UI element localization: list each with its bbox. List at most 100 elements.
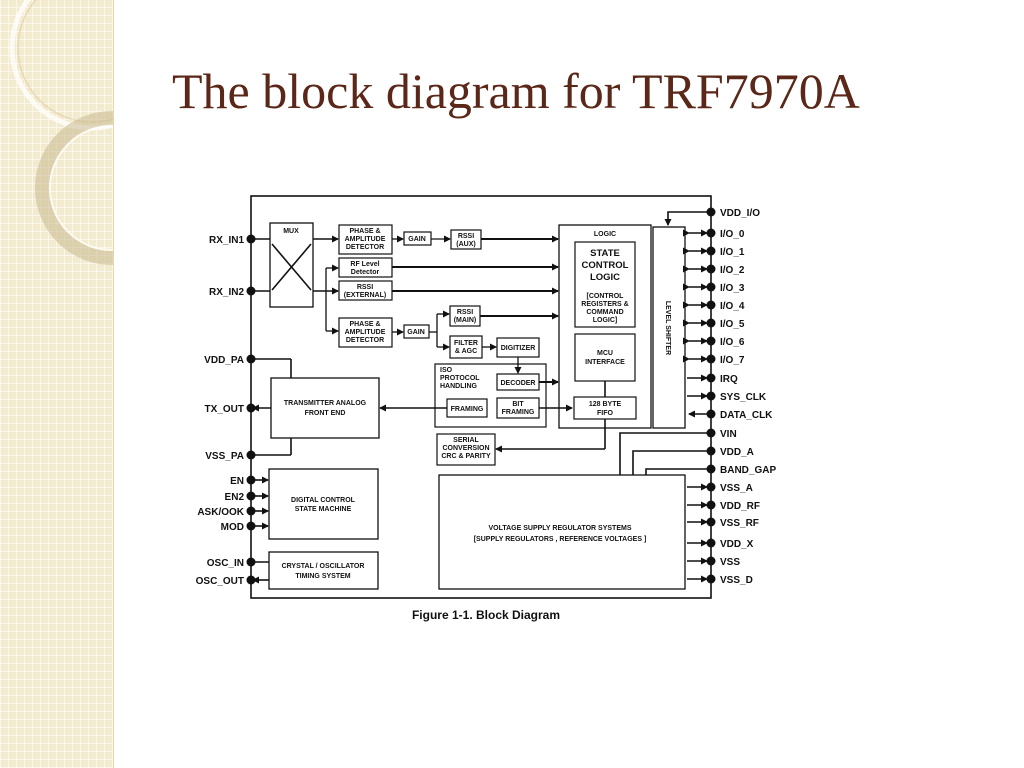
gain-block-2: GAIN (403, 324, 430, 339)
svg-text:OSC_IN: OSC_IN (207, 558, 244, 569)
svg-text:HANDLING: HANDLING (440, 383, 477, 390)
svg-text:FRAMING: FRAMING (502, 409, 535, 416)
svg-text:DATA_CLK: DATA_CLK (720, 410, 773, 421)
svg-text:TIMING SYSTEM: TIMING SYSTEM (295, 573, 350, 580)
svg-text:EN2: EN2 (225, 492, 245, 503)
svg-text:VSS_PA: VSS_PA (205, 451, 244, 462)
serial-conversion-block: SERIAL CONVERSION CRC & PARITY (436, 433, 496, 466)
svg-text:RF Level: RF Level (350, 261, 379, 268)
state-control-logic-block: STATE CONTROL LOGIC [CONTROL REGISTERS &… (574, 241, 636, 328)
svg-text:[SUPPLY REGULATORS , REFERENCE: [SUPPLY REGULATORS , REFERENCE VOLTAGES … (474, 536, 647, 543)
svg-text:EN: EN (230, 476, 244, 487)
svg-text:RSSI: RSSI (357, 284, 373, 291)
svg-text:(AUX): (AUX) (456, 241, 475, 248)
framing-block: FRAMING (446, 398, 488, 418)
svg-text:PROTOCOL: PROTOCOL (440, 375, 480, 382)
left-pin-list: RX_IN1 RX_IN2 VDD_PA TX_OUT VSS_PA EN EN… (196, 234, 256, 587)
digitizer-block: DIGITIZER (496, 337, 540, 358)
rf-level-detector: RF Level Detector (338, 257, 393, 278)
svg-text:RSSI: RSSI (457, 309, 473, 316)
svg-text:LOGIC: LOGIC (590, 272, 620, 283)
svg-text:(EXTERNAL): (EXTERNAL) (344, 292, 386, 299)
svg-text:DETECTOR: DETECTOR (346, 244, 384, 251)
svg-text:VSS_A: VSS_A (720, 483, 753, 494)
mux-block: MUX (269, 222, 314, 308)
digital-control-block: DIGITAL CONTROL STATE MACHINE (268, 468, 379, 540)
svg-text:MCU: MCU (597, 350, 613, 357)
mcu-interface-block: MCU INTERFACE (574, 333, 636, 382)
svg-text:GAIN: GAIN (407, 329, 425, 336)
svg-text:VIN: VIN (720, 429, 737, 440)
svg-text:I/O_7: I/O_7 (720, 355, 745, 366)
svg-text:CRC & PARITY: CRC & PARITY (441, 453, 491, 460)
svg-text:FRAMING: FRAMING (451, 406, 484, 413)
voltage-regulator-block: VOLTAGE SUPPLY REGULATOR SYSTEMS [SUPPLY… (438, 474, 686, 590)
svg-text:IRQ: IRQ (720, 374, 738, 385)
rssi-external-block: RSSI (EXTERNAL) (338, 280, 393, 301)
svg-text:I/O_4: I/O_4 (720, 301, 745, 312)
svg-text:AMPLITUDE: AMPLITUDE (345, 329, 386, 336)
svg-text:VDD_X: VDD_X (720, 539, 754, 550)
svg-text:INTERFACE: INTERFACE (585, 359, 625, 366)
svg-text:I/O_0: I/O_0 (720, 229, 745, 240)
svg-text:LOGIC]: LOGIC] (593, 317, 618, 324)
svg-text:COMMAND: COMMAND (586, 309, 623, 316)
svg-text:FRONT END: FRONT END (305, 410, 346, 417)
svg-text:I/O_6: I/O_6 (720, 337, 745, 348)
svg-text:STATE: STATE (590, 248, 620, 259)
logic-block: LOGIC (558, 224, 652, 429)
svg-text:OSC_OUT: OSC_OUT (196, 576, 244, 587)
svg-text:STATE MACHINE: STATE MACHINE (295, 506, 352, 513)
svg-text:VDD_I/O: VDD_I/O (720, 208, 760, 219)
decorative-rings (9, 0, 113, 265)
svg-text:I/O_3: I/O_3 (720, 283, 745, 294)
svg-text:RX_IN1: RX_IN1 (209, 235, 244, 246)
svg-text:I/O_5: I/O_5 (720, 319, 745, 330)
svg-text:128 BYTE: 128 BYTE (589, 401, 622, 408)
svg-text:& AGC: & AGC (455, 348, 477, 355)
svg-text:DETECTOR: DETECTOR (346, 337, 384, 344)
svg-text:Detector: Detector (351, 269, 380, 276)
rssi-main-block: RSSI (MAIN) (449, 305, 481, 327)
svg-text:SERIAL: SERIAL (453, 437, 479, 444)
svg-text:TRANSMITTER ANALOG: TRANSMITTER ANALOG (284, 400, 367, 407)
svg-text:CONVERSION: CONVERSION (442, 445, 489, 452)
figure-caption: Figure 1-1. Block Diagram (412, 608, 560, 622)
svg-text:VDD_A: VDD_A (720, 447, 754, 458)
svg-text:BAND_GAP: BAND_GAP (720, 465, 776, 476)
svg-text:ISO: ISO (440, 367, 453, 374)
svg-text:DIGITAL CONTROL: DIGITAL CONTROL (291, 497, 356, 504)
rssi-aux-block: RSSI (AUX) (450, 229, 482, 250)
svg-text:GAIN: GAIN (408, 236, 426, 243)
svg-text:LOGIC: LOGIC (594, 231, 616, 238)
svg-text:REGISTERS &: REGISTERS & (581, 301, 628, 308)
svg-text:DIGITIZER: DIGITIZER (501, 345, 536, 352)
svg-text:FIFO: FIFO (597, 410, 613, 417)
svg-text:I/O_2: I/O_2 (720, 265, 745, 276)
fifo-block: 128 BYTE FIFO (573, 396, 637, 420)
decorative-side-panel (0, 0, 114, 768)
phase-detector-1: PHASE & AMPLITUDE DETECTOR (338, 224, 393, 255)
svg-text:RX_IN2: RX_IN2 (209, 287, 244, 298)
filter-agc-block: FILTER & AGC (449, 335, 483, 359)
iso-protocol-block: ISO PROTOCOL HANDLING (434, 363, 547, 428)
svg-text:AMPLITUDE: AMPLITUDE (345, 236, 386, 243)
svg-text:SYS_CLK: SYS_CLK (720, 392, 767, 403)
svg-text:BIT: BIT (512, 401, 524, 408)
svg-text:VSS: VSS (720, 557, 740, 568)
svg-text:[CONTROL: [CONTROL (587, 293, 625, 300)
svg-text:CONTROL: CONTROL (582, 260, 629, 271)
level-shifter-block: LEVEL SHIFTER (652, 226, 686, 429)
bit-framing-block: BIT FRAMING (496, 397, 540, 419)
svg-text:(MAIN): (MAIN) (454, 317, 477, 324)
svg-text:VOLTAGE SUPPLY REGULATOR SYSTE: VOLTAGE SUPPLY REGULATOR SYSTEMS (488, 525, 631, 532)
right-pin-list: VDD_I/O I/O_0 I/O_1 I/O_2 I/O_3 I/O_4 I/… (706, 207, 776, 586)
svg-text:I/O_1: I/O_1 (720, 247, 745, 258)
svg-text:TX_OUT: TX_OUT (205, 404, 244, 415)
svg-text:VDD_RF: VDD_RF (720, 501, 760, 512)
transmitter-front-end-block: TRANSMITTER ANALOG FRONT END (270, 377, 380, 439)
svg-text:RSSI: RSSI (458, 233, 474, 240)
svg-text:MUX: MUX (283, 228, 299, 235)
svg-text:VSS_D: VSS_D (720, 575, 753, 586)
